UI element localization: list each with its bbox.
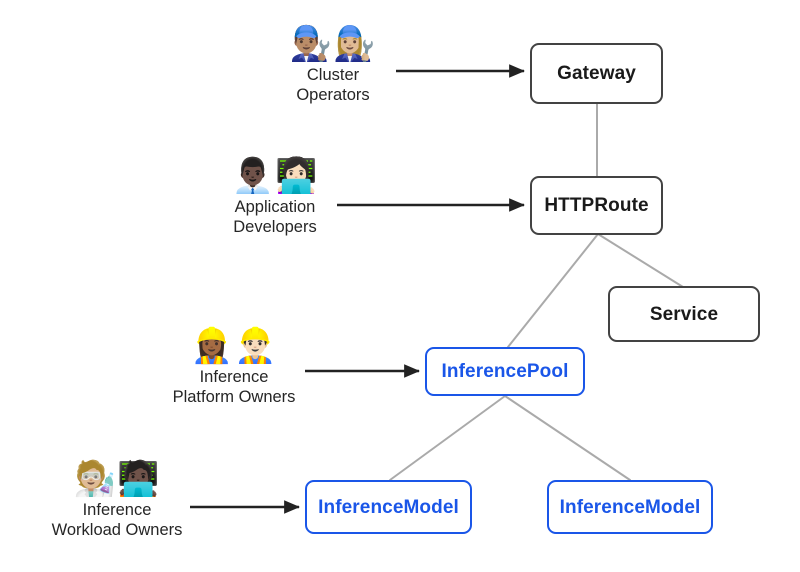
node-gateway-label: Gateway <box>557 63 636 84</box>
node-httproute[interactable]: HTTPRoute <box>530 176 663 235</box>
connector-inferencepool-inferencemodel-left <box>389 395 506 481</box>
node-inferencemodel-left[interactable]: InferenceModel <box>305 480 472 534</box>
node-service-label: Service <box>649 303 719 325</box>
connector-httproute-service <box>597 233 684 288</box>
actor-application-developers[interactable]: 👨🏿‍💼👩🏻‍💻 Application Developers <box>180 156 370 238</box>
actor-cluster-operators[interactable]: 👨🏽‍🔧👩🏼‍🔧 Cluster Operators <box>238 24 428 106</box>
inference-workload-owners-emoji-pair: 🧑🏼‍🔬🧑🏿‍💻 <box>73 459 161 499</box>
actor-inference-workload-owners[interactable]: 🧑🏼‍🔬🧑🏿‍💻 Inference Workload Owners <box>22 459 212 541</box>
application-developers-label-line1: Application <box>234 197 316 216</box>
inference-workload-owners-label-line2: Workload Owners <box>51 521 183 540</box>
cluster-operators-emoji-pair: 👨🏽‍🔧👩🏼‍🔧 <box>289 24 377 64</box>
application-developers-label: Application Developers <box>233 197 316 238</box>
node-inferencemodel-right-label: InferenceModel <box>559 496 701 518</box>
application-developers-label-line2: Developers <box>233 218 317 237</box>
inference-workload-owners-label-line1: Inference <box>82 500 152 519</box>
cluster-operators-label: Cluster Operators <box>296 65 369 106</box>
node-inferencemodel-left-label: InferenceModel <box>318 496 459 518</box>
inference-platform-owners-label-line2: Platform Owners <box>172 388 296 407</box>
node-service[interactable]: Service <box>608 286 760 342</box>
node-inferencemodel-right[interactable]: InferenceModel <box>547 480 713 534</box>
actor-inference-platform-owners[interactable]: 👷🏾‍♀️👷🏻‍♂️ Inference Platform Owners <box>139 326 329 408</box>
inference-workload-owners-label: Inference Workload Owners <box>52 500 183 541</box>
cluster-operators-label-line1: Cluster <box>306 65 360 84</box>
node-inferencepool[interactable]: InferencePool <box>425 347 585 396</box>
connector-httproute-inferencepool <box>507 233 599 348</box>
connector-inferencepool-inferencemodel-right <box>504 395 631 481</box>
inference-platform-owners-emoji-pair: 👷🏾‍♀️👷🏻‍♂️ <box>190 326 278 366</box>
application-developers-emoji-pair: 👨🏿‍💼👩🏻‍💻 <box>231 156 319 196</box>
node-gateway[interactable]: Gateway <box>530 43 663 104</box>
inference-platform-owners-label-line1: Inference <box>199 367 269 386</box>
node-httproute-label: HTTPRoute <box>544 195 649 216</box>
node-inferencepool-label: InferencePool <box>441 361 569 382</box>
cluster-operators-label-line2: Operators <box>296 86 370 105</box>
inference-platform-owners-label: Inference Platform Owners <box>173 367 296 408</box>
